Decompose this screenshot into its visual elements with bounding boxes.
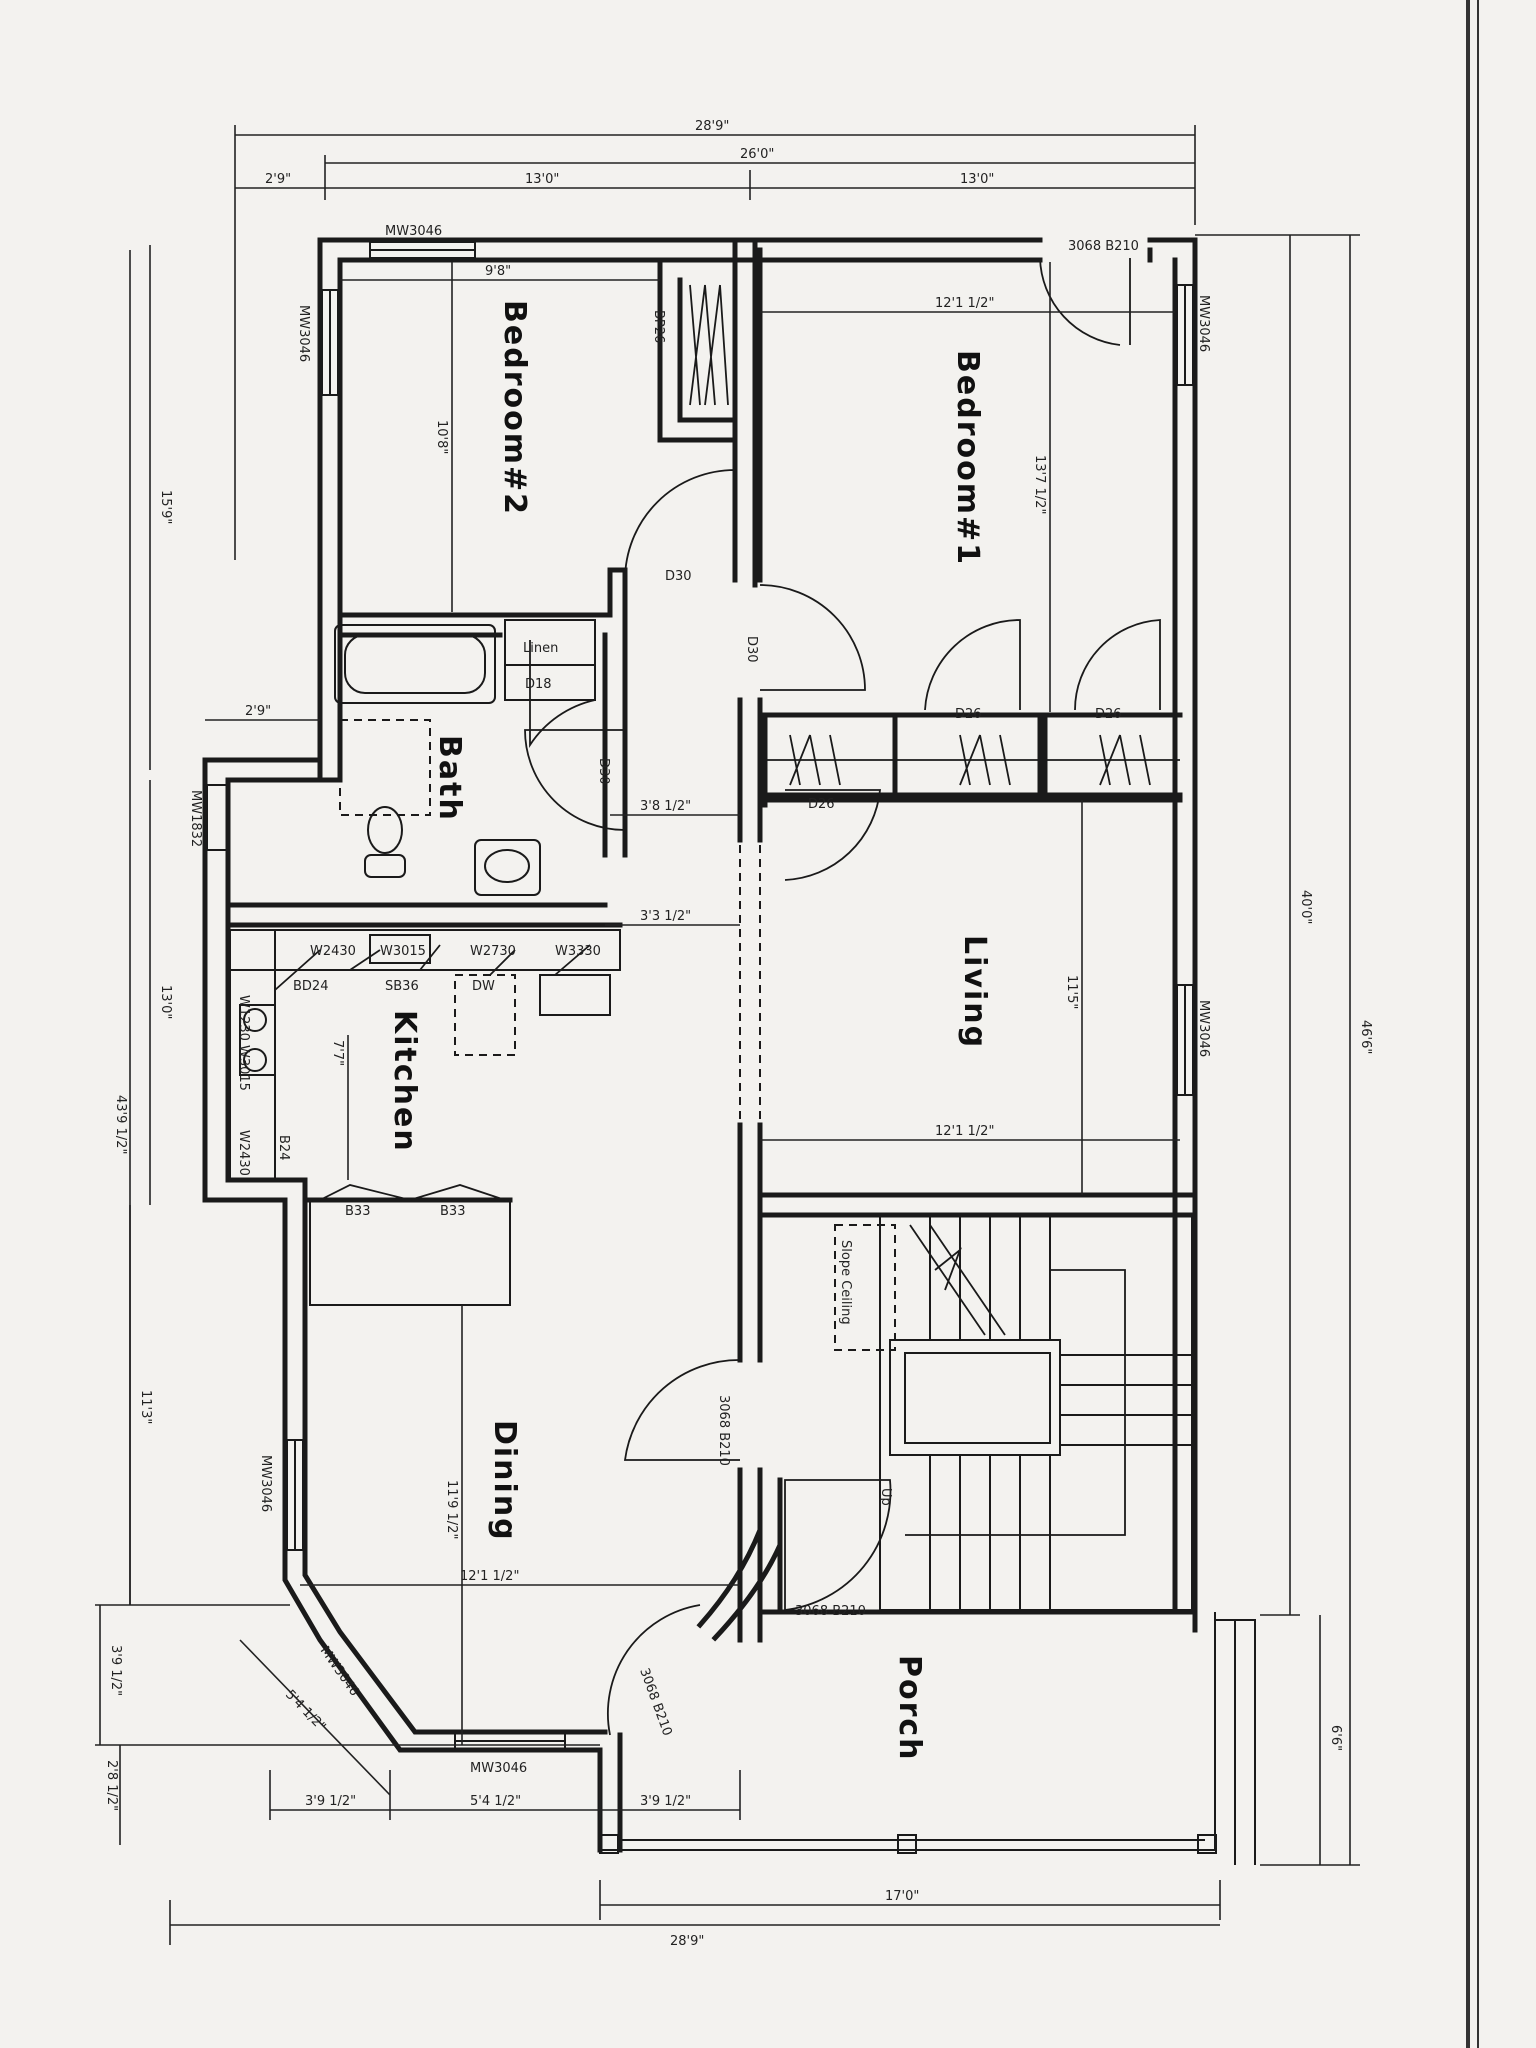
dim-left-2-8: 2'8 1/2" (104, 1760, 119, 1811)
porch-post-a (599, 1834, 619, 1854)
dim-living-width: 12'1 1/2" (935, 1124, 994, 1139)
dim-overall-bottom: 28'9" (670, 1934, 704, 1949)
room-labels: Bedroom#2 Bedroom#1 Bath Kitchen Living … (387, 300, 992, 1762)
label-d30-a: D30 (665, 569, 692, 584)
label-w2430: W2430 (310, 944, 356, 959)
dim-overall-top: 28'9" (695, 119, 729, 134)
dim-hall-3-8: 3'8 1/2" (640, 799, 691, 814)
room-porch: Porch (892, 1655, 927, 1762)
dim-bath-2-9: 2'9" (245, 704, 271, 719)
exterior-walls (202, 237, 1256, 1865)
stove-burner-b (243, 1048, 267, 1072)
room-kitchen: Kitchen (387, 1010, 422, 1153)
label-up: Up (878, 1488, 893, 1506)
label-3068-mid: 3068 B210 (716, 1395, 731, 1466)
label-bp26: BP26 (651, 310, 666, 343)
label-d18: D18 (525, 677, 552, 692)
label-bd: BD24 (293, 979, 328, 994)
kitchen-island (309, 1199, 511, 1306)
dim-bottom-3-9-left: 3'9 1/2" (305, 1794, 356, 1809)
label-mw3046-living: MW3046 (1196, 1000, 1211, 1057)
dim-right-6-6: 6'6" (1328, 1725, 1343, 1751)
sink-icon (474, 839, 541, 896)
dim-porch-17: 17'0" (885, 1889, 919, 1904)
label-d26-b: D26 (955, 707, 982, 722)
label-b33-a: B33 (345, 1204, 370, 1219)
window-bath (206, 784, 228, 851)
dim-bed1-depth: 13'7 1/2" (1032, 455, 1047, 514)
doors (524, 257, 1161, 1736)
staircase (834, 1214, 1193, 1611)
bath-fixtures (334, 624, 541, 896)
label-3068-bay: 3068 B210 (636, 1666, 674, 1738)
dim-bottom-3-9-right: 3'9 1/2" (640, 1794, 691, 1809)
room-bedroom1: Bedroom#1 (950, 350, 985, 566)
dimension-labels: 28'9" 26'0" 2'9" 13'0" 13'0" 9'8" 10'8" … (104, 119, 1373, 1949)
interior-walls (225, 237, 1193, 1643)
kitchen-sink (369, 934, 431, 964)
windows (206, 241, 1217, 1854)
label-d26-c: D26 (1095, 707, 1122, 722)
dim-bed2-width: 9'8" (485, 264, 511, 279)
dim-top-13-right: 13'0" (960, 172, 994, 187)
label-d30-c: D30 (596, 758, 611, 785)
dim-top-26: 26'0" (740, 147, 774, 162)
label-3068-top: 3068 B210 (1068, 239, 1139, 254)
label-w3015b: W3015 (236, 1045, 251, 1091)
label-b24: B24 (276, 1135, 291, 1160)
label-mw3046-right: MW3046 (1196, 295, 1211, 352)
dim-bay-diag: 5'4 1/2" (282, 1687, 328, 1734)
dim-left-11-3: 11'3" (138, 1390, 153, 1424)
closet-hatching (689, 284, 1180, 786)
dim-dining-depth: 11'9 1/2" (444, 1480, 459, 1539)
label-w3015: W3015 (380, 944, 426, 959)
annotation-labels: Linen DW Slope Ceiling Up D30 D30 D30 D2… (188, 224, 1211, 1776)
label-d26-a: D26 (808, 797, 835, 812)
label-w3330: W3330 (555, 944, 601, 959)
dim-bottom-5-4: 5'4 1/2" (470, 1794, 521, 1809)
room-bedroom2: Bedroom#2 (497, 300, 532, 516)
dim-left-3-9: 3'9 1/2" (108, 1645, 123, 1696)
dim-right-46-6: 46'6" (1358, 1020, 1373, 1054)
dim-top-13-left: 13'0" (525, 172, 559, 187)
dim-left-13-0: 13'0" (158, 985, 173, 1019)
room-dining: Dining (487, 1420, 522, 1542)
label-mw3046-top: MW3046 (385, 224, 442, 239)
room-bath: Bath (432, 735, 467, 822)
label-w2730: W2730 (470, 944, 516, 959)
label-b33-b: B33 (440, 1204, 465, 1219)
room-living: Living (957, 935, 992, 1049)
dim-right-40: 40'0" (1298, 890, 1313, 924)
bathtub (334, 624, 496, 704)
dim-bed1-width: 12'1 1/2" (935, 296, 994, 311)
dimension-lines (95, 125, 1360, 1945)
label-mw3046-left: MW3046 (296, 305, 311, 362)
toilet-icon (367, 806, 403, 854)
label-linen: Linen (523, 641, 558, 656)
kitchen-cabinets (229, 929, 621, 1306)
dim-top-2-9: 2'9" (265, 172, 291, 187)
dim-left-15-9: 15'9" (158, 490, 173, 524)
dim-hall-3-3: 3'3 1/2" (640, 909, 691, 924)
hall-opening (739, 845, 761, 1125)
dim-left-43-9: 43'9 1/2" (113, 1095, 128, 1154)
label-sb: SB36 (385, 979, 419, 994)
dim-dining-width: 12'1 1/2" (460, 1569, 519, 1584)
label-dw: DW (472, 979, 495, 994)
porch-post-b (897, 1834, 917, 1854)
label-w1230: W1230 (236, 995, 251, 1041)
dim-bed2-depth: 10'8" (434, 420, 449, 454)
label-mw1832: MW1832 (188, 790, 203, 847)
label-mw3046-dining: MW3046 (258, 1455, 273, 1512)
porch-post-c (1197, 1834, 1217, 1854)
label-w2430b: W2430 (236, 1130, 251, 1176)
dim-living-depth: 11'5" (1064, 975, 1079, 1009)
label-3068-low: 3068 B210 (795, 1604, 866, 1619)
label-mw3046-bottom: MW3046 (470, 1761, 527, 1776)
dim-kitchen-7-7: 7'7" (330, 1040, 345, 1066)
stove-burner-a (243, 1008, 267, 1032)
label-d30-b: D30 (744, 636, 759, 663)
label-slope-ceiling: Slope Ceiling (838, 1240, 853, 1325)
